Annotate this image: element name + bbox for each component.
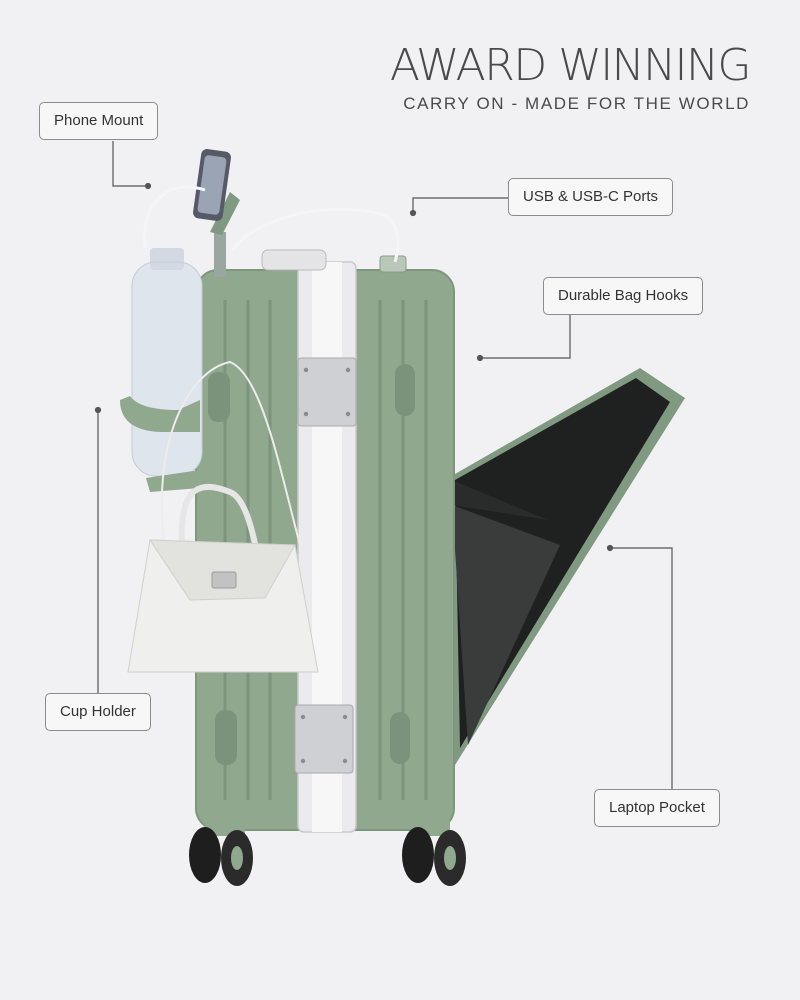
headline-title: AWARD WINNING bbox=[389, 40, 752, 91]
callout-usb-ports: USB & USB-C Ports bbox=[508, 178, 674, 216]
callout-leader-lines bbox=[94, 141, 673, 790]
cup-holder bbox=[120, 248, 203, 492]
headline-subtitle: CARRY ON - MADE FOR THE WORLD bbox=[403, 94, 750, 113]
handbag bbox=[127, 360, 319, 673]
callout-cup-holder: Cup Holder bbox=[45, 693, 151, 731]
callout-phone-mount: Phone Mount bbox=[39, 102, 159, 140]
callout-laptop-pocket: Laptop Pocket bbox=[594, 789, 720, 827]
aluminum-frame bbox=[294, 261, 357, 833]
charging-cable bbox=[143, 185, 400, 263]
spinner-wheels bbox=[189, 818, 466, 886]
phone-mount bbox=[193, 149, 240, 277]
laptop-pocket-lid bbox=[448, 368, 685, 765]
top-handle bbox=[261, 249, 407, 273]
callout-bag-hooks: Durable Bag Hooks bbox=[543, 277, 704, 315]
